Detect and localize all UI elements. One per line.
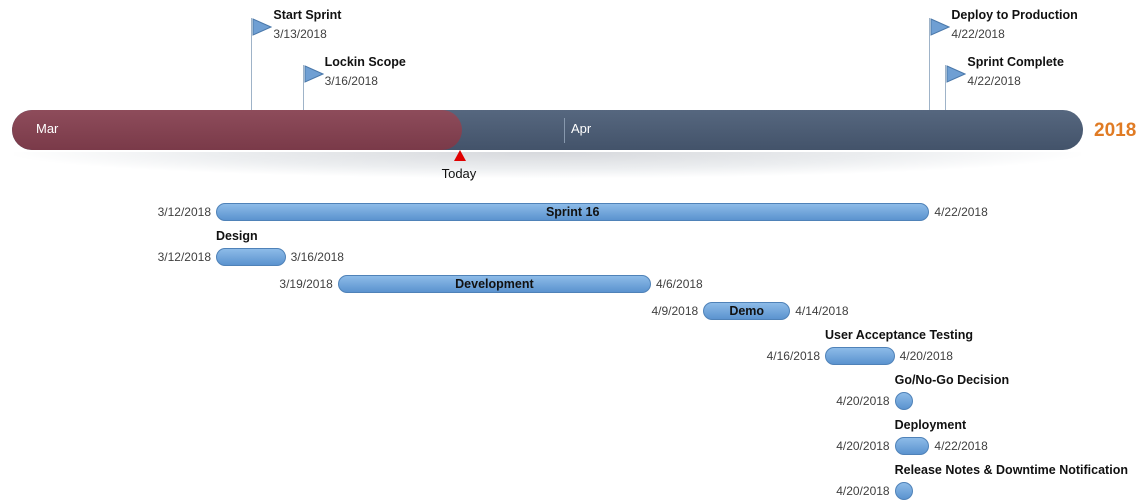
task-end-date: 3/16/2018 <box>290 250 344 264</box>
elapsed-segment <box>12 110 462 150</box>
task-title: Demo <box>729 304 765 318</box>
flag-icon <box>252 18 273 38</box>
milestone-date: 3/16/2018 <box>324 74 378 88</box>
task-start-date: 4/20/2018 <box>836 394 890 408</box>
task-title: Deployment <box>894 418 967 432</box>
task-bar-go-no-go-decision <box>894 392 913 410</box>
task-start-date: 4/20/2018 <box>836 484 890 498</box>
task-bar-deployment <box>894 437 930 455</box>
task-bar-development <box>337 275 651 293</box>
flag-icon <box>304 65 324 85</box>
task-title: User Acceptance Testing <box>825 328 973 342</box>
milestone-pole <box>929 18 931 110</box>
task-title: Go/No-Go Decision <box>894 373 1010 387</box>
milestone-date: 4/22/2018 <box>951 27 1005 41</box>
task-start-date: 4/16/2018 <box>766 349 820 363</box>
task-end-date: 4/22/2018 <box>934 439 988 453</box>
milestone-date: 3/13/2018 <box>273 27 327 41</box>
flag-icon <box>930 18 951 38</box>
month-label-mar: Mar <box>36 121 59 136</box>
task-start-date: 3/12/2018 <box>157 205 211 219</box>
task-title: Sprint 16 <box>545 205 600 219</box>
milestone-title: Sprint Complete <box>967 55 1064 69</box>
task-title: Design <box>216 229 258 243</box>
task-bar-release-notes-downtime-notification <box>894 482 913 500</box>
milestone-pole <box>945 65 947 110</box>
milestone-pole <box>302 65 304 110</box>
month-label-apr: Apr <box>571 121 592 136</box>
task-start-date: 3/19/2018 <box>279 277 333 291</box>
task-title: Release Notes & Downtime Notification <box>894 463 1128 477</box>
milestone-title: Lockin Scope <box>324 55 406 69</box>
task-end-date: 4/20/2018 <box>899 349 953 363</box>
task-start-date: 4/9/2018 <box>651 304 699 318</box>
task-bar-demo <box>703 302 791 320</box>
task-end-date: 4/14/2018 <box>795 304 849 318</box>
task-title: Development <box>455 277 534 291</box>
flag-icon <box>946 65 967 85</box>
today-marker-icon <box>453 150 466 161</box>
task-start-date: 3/12/2018 <box>157 250 211 264</box>
task-start-date: 4/20/2018 <box>836 439 890 453</box>
timeline-band <box>12 110 1083 150</box>
month-divider <box>564 118 565 143</box>
timeline-shadow <box>14 152 1081 178</box>
task-bar-design <box>216 248 286 266</box>
milestone-date: 4/22/2018 <box>967 74 1021 88</box>
task-bar-sprint-16 <box>216 203 930 221</box>
milestone-pole <box>251 18 253 110</box>
task-bar-user-acceptance-testing <box>825 347 895 365</box>
task-end-date: 4/22/2018 <box>934 205 988 219</box>
task-end-date: 4/6/2018 <box>656 277 703 291</box>
milestone-title: Start Sprint <box>273 8 342 22</box>
milestone-title: Deploy to Production <box>951 8 1078 22</box>
today-label: Today <box>441 166 477 181</box>
year-label: 2018 <box>1094 120 1137 141</box>
